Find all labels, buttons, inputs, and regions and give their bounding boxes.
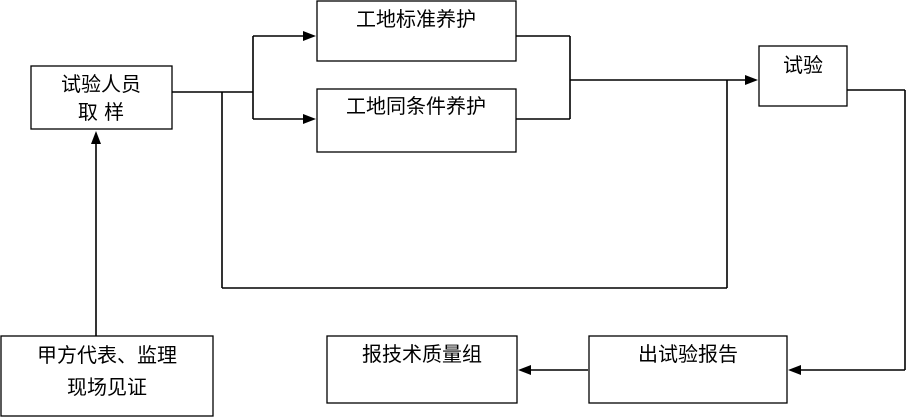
node-test: 试验 <box>758 45 848 107</box>
node-test-label: 试验 <box>783 53 823 77</box>
node-witness-line2: 现场见证 <box>67 375 147 399</box>
arrowhead-quality-group <box>518 365 531 375</box>
arrowhead-report <box>788 365 801 375</box>
node-quality-group-label: 报技术质量组 <box>362 342 482 366</box>
node-sampling: 试验人员 取 样 <box>30 65 173 130</box>
node-same-condition-curing-label: 工地同条件养护 <box>346 94 486 118</box>
node-sampling-line2: 取 样 <box>78 100 124 124</box>
node-report: 出试验报告 <box>588 335 788 404</box>
node-standard-curing-label: 工地标准养护 <box>356 7 476 31</box>
arrowhead-sampling <box>91 131 101 144</box>
node-quality-group: 报技术质量组 <box>326 335 518 404</box>
arrowhead-test <box>745 75 758 85</box>
arrowhead-same-condition-curing <box>303 114 316 124</box>
node-witness-line1: 甲方代表、监理 <box>37 343 177 367</box>
arrowhead-standard-curing <box>303 31 316 41</box>
node-witness: 甲方代表、监理 现场见证 <box>0 335 214 417</box>
node-standard-curing: 工地标准养护 <box>316 0 517 62</box>
node-sampling-line1: 试验人员 <box>61 72 141 96</box>
node-same-condition-curing: 工地同条件养护 <box>316 88 517 153</box>
node-report-label: 出试验报告 <box>638 342 738 366</box>
